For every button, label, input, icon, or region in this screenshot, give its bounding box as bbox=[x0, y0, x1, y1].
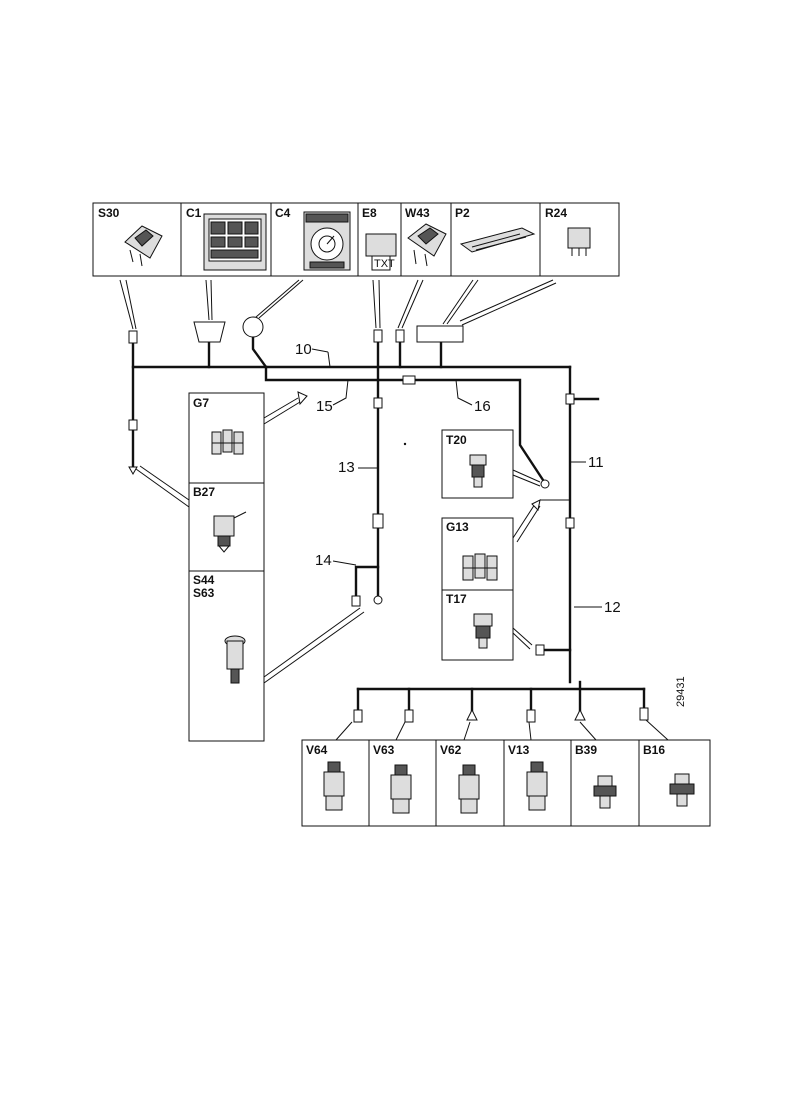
label-v62: V62 bbox=[440, 743, 462, 757]
harness-10-leader bbox=[311, 348, 329, 353]
v13-valve-icon bbox=[526, 761, 548, 811]
h13-connector-b bbox=[372, 513, 384, 529]
s44-s63-switch-icon bbox=[224, 635, 246, 684]
c1-instrument-panel-icon bbox=[203, 213, 267, 271]
g7-fuse-block-icon bbox=[211, 429, 244, 455]
figure-number: 29431 bbox=[675, 676, 687, 707]
harness-16-leader bbox=[455, 379, 473, 406]
bottom-component-strip bbox=[301, 739, 711, 827]
harness-13-label: 13 bbox=[338, 459, 355, 476]
label-g7: G7 bbox=[193, 396, 209, 410]
c4-gauge-icon bbox=[303, 211, 351, 271]
label-c1: C1 bbox=[186, 206, 202, 220]
r24-relay-icon bbox=[567, 227, 591, 256]
harness-12-label: 12 bbox=[604, 599, 621, 616]
t17-sensor-icon bbox=[473, 613, 493, 649]
harness-11-label: 11 bbox=[588, 454, 604, 471]
harness-10-label: 10 bbox=[295, 341, 312, 358]
label-w43: W43 bbox=[405, 206, 430, 220]
label-p2: P2 bbox=[455, 206, 470, 220]
label-v64: V64 bbox=[306, 743, 328, 757]
label-b39: B39 bbox=[575, 743, 597, 757]
label-t20: T20 bbox=[446, 433, 467, 447]
label-e8: E8 bbox=[362, 206, 377, 220]
b27-sensor-icon bbox=[213, 511, 247, 553]
harness-15-leader bbox=[332, 379, 349, 406]
label-b27: B27 bbox=[193, 485, 215, 499]
label-t17: T17 bbox=[446, 592, 467, 606]
harness-10-leader-b bbox=[327, 351, 331, 368]
s30-switch-icon bbox=[124, 225, 163, 267]
label-c4: C4 bbox=[275, 206, 291, 220]
harness-15-label: 15 bbox=[316, 398, 333, 415]
b16-sensor-icon bbox=[669, 773, 695, 807]
g13-fuse-block-icon bbox=[462, 553, 498, 581]
label-v13: V13 bbox=[508, 743, 530, 757]
v64-valve-icon bbox=[323, 761, 345, 811]
b39-sensor-icon bbox=[593, 775, 617, 809]
w43-switch-icon bbox=[407, 223, 447, 267]
label-s63: S63 bbox=[193, 586, 215, 600]
left-leader-lines bbox=[128, 391, 383, 684]
right-leader-lines bbox=[512, 393, 575, 656]
bottom-connectors bbox=[335, 707, 669, 741]
v62-valve-icon bbox=[458, 764, 480, 814]
p2-circuit-board-icon bbox=[459, 227, 536, 253]
top-leader-lines bbox=[119, 279, 557, 330]
h13-connector-a bbox=[373, 397, 383, 409]
label-g13: G13 bbox=[446, 520, 469, 534]
label-r24: R24 bbox=[545, 206, 567, 220]
harness-14-leader bbox=[332, 560, 357, 566]
label-s44: S44 bbox=[193, 573, 215, 587]
label-s30: S30 bbox=[98, 206, 120, 220]
t20-sensor-icon bbox=[469, 454, 487, 488]
top-component-strip bbox=[92, 202, 620, 277]
label-b16: B16 bbox=[643, 743, 665, 757]
e8-relay-text: TXT bbox=[374, 258, 395, 270]
stray-mark bbox=[403, 442, 407, 446]
harness-16-label: 16 bbox=[474, 398, 491, 415]
label-v63: V63 bbox=[373, 743, 395, 757]
harness-14-label: 14 bbox=[315, 552, 332, 569]
e8-relay-icon: TXT bbox=[365, 233, 397, 271]
top-connectors bbox=[128, 316, 464, 385]
v63-valve-icon bbox=[390, 764, 412, 814]
